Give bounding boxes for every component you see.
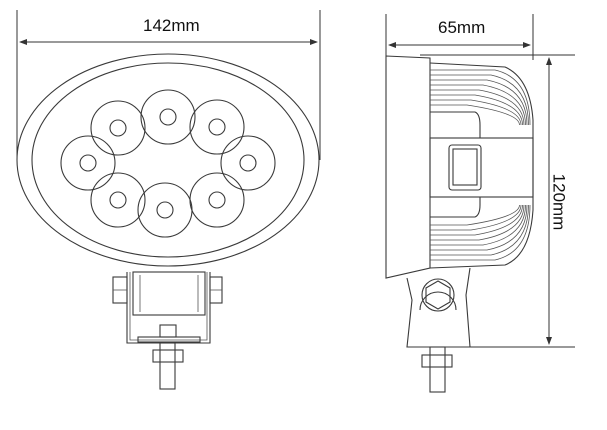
fin-line <box>430 204 531 261</box>
fin-line <box>430 99 522 126</box>
fin-line <box>430 204 522 231</box>
width-dimension <box>16 10 321 160</box>
led <box>137 182 193 238</box>
side-view <box>385 14 575 393</box>
led <box>90 100 146 156</box>
depth-label: 65mm <box>438 18 486 37</box>
fin-line <box>430 204 520 226</box>
inner-lens <box>31 62 305 258</box>
side-mount <box>406 267 471 393</box>
fin-line <box>430 204 525 241</box>
fin-line <box>430 104 520 126</box>
width-label: 142mm <box>143 16 200 35</box>
led-array <box>60 89 276 238</box>
fin-line <box>430 204 529 256</box>
fin-line <box>430 84 526 126</box>
led <box>220 135 276 191</box>
fin-line <box>430 204 528 251</box>
cooling-fins <box>430 69 531 261</box>
led <box>189 99 245 155</box>
mounting-bracket <box>112 271 223 390</box>
fin-line <box>430 94 523 126</box>
fin-line <box>430 204 523 236</box>
front-bezel <box>385 55 431 279</box>
led <box>189 172 245 228</box>
fin-line <box>430 204 526 246</box>
led <box>90 172 146 228</box>
led <box>140 89 196 145</box>
outer-housing <box>16 53 320 267</box>
fin-line <box>430 69 531 126</box>
stud-nut <box>152 349 184 363</box>
led <box>60 135 116 191</box>
height-label: 120mm <box>549 173 569 231</box>
hex-bolt-icon <box>425 280 451 310</box>
fin-line <box>430 79 528 126</box>
front-view <box>16 10 321 390</box>
depth-dimension <box>385 14 534 60</box>
mounting-stud <box>159 342 176 390</box>
fin-line <box>430 74 529 126</box>
fin-line <box>430 89 525 126</box>
